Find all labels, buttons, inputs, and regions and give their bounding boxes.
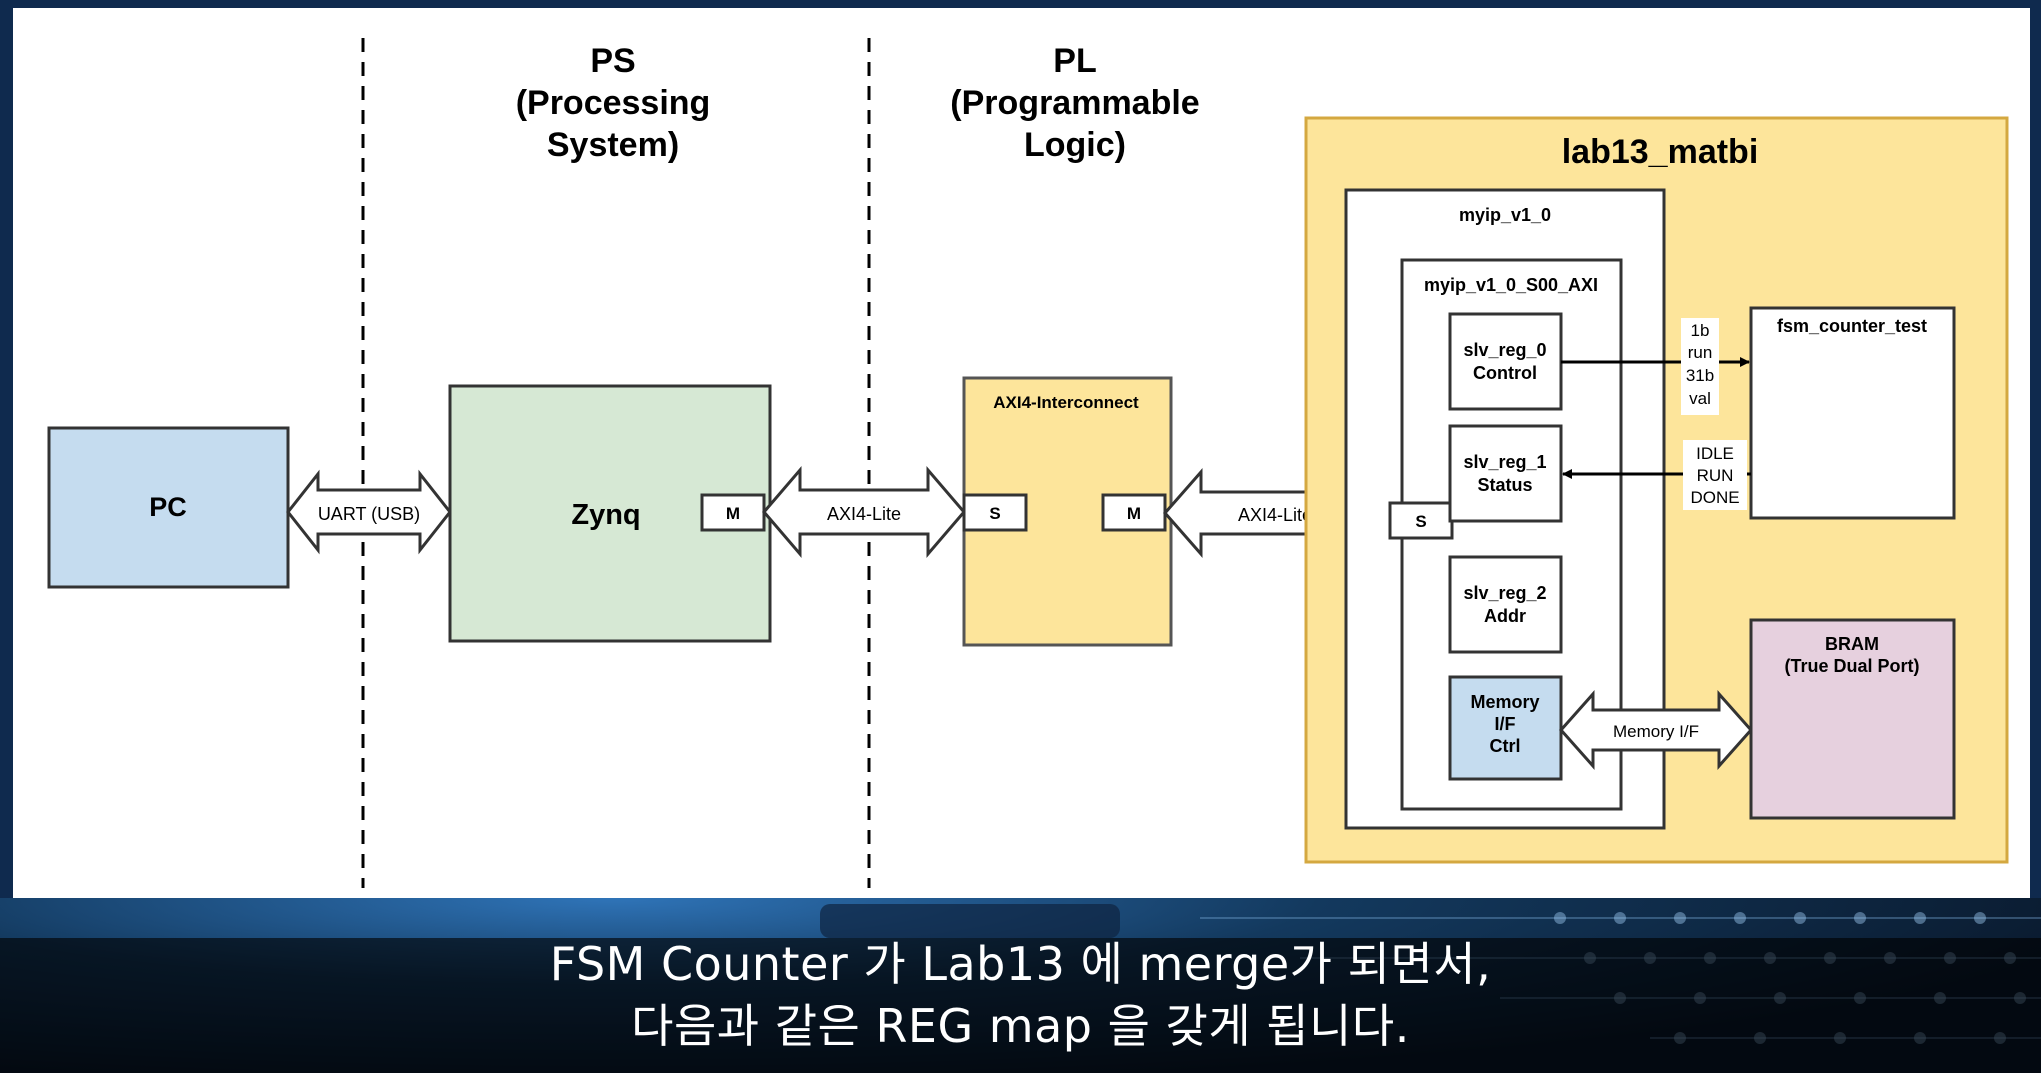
subtitle-line-2: 다음과 같은 REG map 을 갖게 됩니다. (631, 999, 1410, 1053)
pl-header-line-2: (Programmable (950, 84, 1199, 122)
interconnect-master-port (1101, 493, 1167, 532)
interconnect-slave-port-label: S (989, 504, 1000, 523)
memory-ctrl-line-2: I/F (1495, 714, 1516, 734)
bram-block: BRAM (True Dual Port) (1749, 618, 1956, 820)
uart-connection: UART (USB) (286, 469, 452, 555)
slv-reg-0-role: Control (1473, 363, 1537, 383)
axi-slave-port-label: S (1415, 512, 1426, 531)
ps-header: PS (Processing System) (516, 42, 711, 164)
axi-lite-connection-1: AXI4-Lite (762, 465, 966, 559)
slv-reg-1-block: slv_reg_1 Status (1448, 424, 1563, 523)
lab13-matbi-label: lab13_matbi (1562, 133, 1759, 171)
fsm-counter-block: fsm_counter_test (1749, 306, 1956, 520)
system-block-diagram: PS (Processing System) PL (Programmable … (47, 38, 2009, 888)
control-signal-31b: 31b (1686, 366, 1714, 385)
frame-border-right (2030, 8, 2041, 898)
background-band: FSM Counter 가 Lab13 에 merge가 되면서, 다음과 같은… (0, 898, 2041, 1073)
myip-label: myip_v1_0 (1459, 205, 1551, 225)
ps-header-line-2: (Processing (516, 84, 711, 122)
control-signal-1b: 1b (1691, 321, 1710, 340)
axi-lite-label-2: AXI4-Lite (1238, 505, 1312, 525)
status-signal-run: RUN (1697, 466, 1734, 485)
slv-reg-1-role: Status (1477, 475, 1532, 495)
memory-if-connection: Memory I/F (1558, 690, 1754, 770)
slv-reg-0-name: slv_reg_0 (1463, 340, 1546, 360)
slv-reg-1-name: slv_reg_1 (1463, 452, 1546, 472)
pl-header: PL (Programmable Logic) (950, 42, 1199, 164)
zynq-label: Zynq (571, 499, 640, 531)
memory-ctrl-line-1: Memory (1470, 692, 1539, 712)
zynq-block: Zynq M (448, 384, 772, 643)
fsm-counter-label: fsm_counter_test (1777, 316, 1927, 336)
memory-ctrl-line-3: Ctrl (1490, 736, 1521, 756)
bram-type-label: (True Dual Port) (1784, 656, 1919, 676)
axi-interconnect-label: AXI4-Interconnect (993, 393, 1139, 412)
control-signal-val: val (1689, 389, 1711, 408)
axi-lite-label-1: AXI4-Lite (827, 504, 901, 524)
slv-reg-2-block: slv_reg_2 Addr (1448, 555, 1563, 654)
slv-reg-2-role: Addr (1484, 606, 1526, 626)
myip-axi-label: myip_v1_0_S00_AXI (1424, 275, 1598, 295)
zynq-master-port-label: M (726, 504, 740, 523)
pl-header-line-3: Logic) (1024, 126, 1126, 164)
control-signal-run: run (1688, 343, 1713, 362)
status-signal-idle: IDLE (1696, 444, 1734, 463)
frame-border-top (0, 0, 2041, 8)
axi-interconnect-block: AXI4-Interconnect S M (962, 376, 1173, 647)
status-signal-done: DONE (1690, 488, 1739, 507)
slide: PS (Processing System) PL (Programmable … (13, 8, 2030, 898)
interconnect-slave-port (962, 493, 1028, 532)
interconnect-master-port-label: M (1127, 504, 1141, 523)
pc-block: PC (47, 426, 290, 589)
memory-if-ctrl-block: Memory I/F Ctrl (1448, 675, 1563, 781)
status-signal: IDLE RUN DONE (1562, 440, 1751, 510)
subtitle-line-1: FSM Counter 가 Lab13 에 merge가 되면서, (549, 937, 1492, 991)
control-signal: 1b run 31b val (1561, 318, 1750, 415)
ps-header-line-1: PS (590, 42, 635, 80)
slv-reg-0-block: slv_reg_0 Control (1448, 312, 1563, 411)
bram-label: BRAM (1825, 634, 1879, 654)
frame-border-left (0, 8, 13, 898)
pc-label: PC (149, 492, 187, 522)
pl-header-line-1: PL (1053, 42, 1096, 80)
ps-header-line-3: System) (547, 126, 679, 164)
subtitle-caption: FSM Counter 가 Lab13 에 merge가 되면서, 다음과 같은… (0, 937, 2041, 1073)
slv-reg-2-name: slv_reg_2 (1463, 583, 1546, 603)
uart-label: UART (USB) (318, 504, 420, 524)
memory-if-label: Memory I/F (1613, 722, 1699, 741)
